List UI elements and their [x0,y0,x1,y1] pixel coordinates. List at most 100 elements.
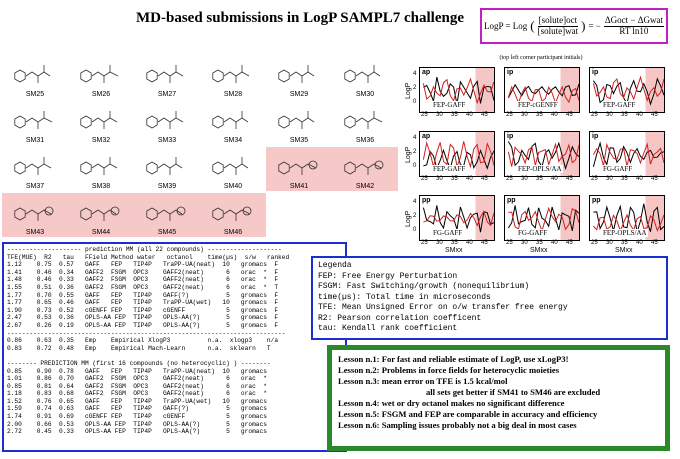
series-line-experimental [593,203,664,233]
legend-item: time(µs): Total time in microseconds [318,292,491,302]
formula-energy-ratio: ΔGoct − ΔGwat RT ln10 [603,15,664,36]
table-row: 1.90 0.73 0.52 cGENFF FEP TIP4P cGENFF 5… [7,306,279,314]
molecule-label: SM35 [289,137,309,144]
x-tick-label: 25 [506,176,513,182]
series-line-experimental [423,148,494,170]
molecule-label: SM37 [25,183,45,190]
molecule-structure-icon [80,206,120,221]
table-row: 1.77 0.65 0.46 GAFF FEP TIP4P TraPP-UA(w… [7,299,279,307]
x-tick-label: 40 [551,240,558,246]
y-tick-label: 4 [413,135,417,141]
x-tick-label: 25 [421,176,428,182]
table-row: 1.52 0.76 0.65 GAFF FEP TIP4P TraPP-UA(w… [7,397,267,405]
panel-initials: ip [592,69,599,76]
table-row: ----------------------------------------… [7,329,286,337]
y-tick-label: 2 [413,149,417,155]
x-tick-label: 45 [566,176,573,182]
table-row: 1.74 0.91 0.69 cGENFF FEP TIP4P cGENFF 5… [7,413,267,421]
y-tick-label: 0 [413,227,417,233]
molecule-structure-icon [80,65,119,83]
y-axis-label: LogP [405,82,412,99]
table-row: 1.01 0.86 0.70 GAFF2 FSGM OPC3 GAFF2(nea… [7,375,267,383]
table-row: 2.67 0.26 0.19 OPLS-AA FEP TIP4P OPLS-AA… [7,321,279,329]
molecule-structure-icon [14,111,53,129]
molecule-label: SM46 [223,229,243,236]
x-tick-label: 30 [521,112,528,118]
panel-method: FEP-OPLS/AA [602,229,648,237]
molecule-label: SM45 [157,229,177,236]
molecule-structure-icon [146,111,184,129]
x-tick-label: 35 [536,176,543,182]
molecule-card: SM30 [332,55,398,99]
molecule-structure-icon [146,206,186,221]
molecule-label: SM26 [91,91,111,98]
lesson-item: Lesson n.1: For fast and reliable estima… [338,354,569,364]
table-row: 1.18 0.83 0.68 GAFF2 FSGM OPC3 GAFF2(nea… [7,390,267,398]
x-tick-label: 45 [481,176,488,182]
series-line-predicted [593,213,664,233]
x-axis-label: SMxx [615,247,633,254]
x-axis-label: SMxx [445,247,463,254]
molecule-card: SM41 [266,147,332,191]
plot-grid-note: (top left corner participant initials) [499,55,583,61]
x-tick-label: 35 [621,112,628,118]
x-tick-label: 45 [651,112,658,118]
molecule-card: SM27 [134,55,200,99]
molecule-card: SM42 [332,147,398,191]
legend-item: TFE: Mean Unsigned Error on o/w transfer… [318,303,568,312]
logp-panel-svg [422,132,494,176]
logp-panel-svg [592,68,664,112]
table-row: 1.55 0.51 0.36 GAFF2 FSGM OPC3 GAFF2(nea… [7,283,279,291]
logp-panel-svg [507,68,579,112]
series-line-predicted [507,142,579,167]
x-tick-label: 35 [621,176,628,182]
heterocyclic-shade [645,196,664,240]
molecule-structure-icon [212,157,249,175]
panel-method: FEP-GAFF [432,165,467,173]
panel-initials: pp [422,197,431,204]
molecule-label: SM28 [223,91,243,98]
molecule-label: SM31 [25,137,45,144]
x-axis-label: SMxx [530,247,548,254]
x-tick-label: 25 [421,112,428,118]
x-tick-label: 25 [591,176,598,182]
legend-item: R2: Pearson correlation coefficent [318,313,482,323]
molecule-label: SM41 [289,183,309,190]
series-line-predicted [507,85,579,105]
x-tick-label: 40 [466,176,473,182]
x-tick-label: 40 [466,112,473,118]
molecule-structure-icon [344,160,384,175]
lesson-item: Lesson n.3: mean error on TFE is 1.5 kca… [338,376,508,386]
y-tick-label: 2 [413,85,417,91]
formula-bracket-num: [solute]oct [537,15,579,27]
panel-method: FG-GAFF [517,229,549,237]
x-tick-label: 35 [451,176,458,182]
series-line-predicted [592,75,664,102]
molecule-card: SM32 [68,101,134,145]
x-tick-label: 40 [636,112,643,118]
table-row: -------- PREDICTION MM (first 16 compoun… [7,359,271,367]
panel-initials: ip [507,133,514,140]
molecule-structure-icon [146,157,183,175]
x-tick-label: 45 [651,240,658,246]
molecule-label: SM42 [355,183,375,190]
molecule-label: SM30 [355,91,375,98]
table-row: 0.85 0.81 0.64 GAFF2 FSGM OPC3 GAFF2(nea… [7,382,267,390]
molecule-structure-icon [278,160,318,175]
molecule-label: SM32 [91,137,111,144]
molecule-structure-icon [80,111,118,129]
molecule-structure-icon [80,157,118,175]
x-tick-label: 45 [566,240,573,246]
molecule-structure-icon [14,206,54,221]
table-row: 2.00 0.66 0.53 OPLS-AA FEP TIP4P OPLS-AA… [7,420,267,428]
table-row: TFE(MUE) R2 tau FField Method water octa… [7,253,290,261]
panel-initials: ip [507,69,514,76]
molecule-label: SM39 [157,183,177,190]
table-row: -------------------- prediction MM (all … [7,246,282,253]
table-row: 2.47 0.53 0.36 OPLS-AA FEP TIP4P OPLS-AA… [7,314,279,322]
molecule-label: SM29 [289,91,309,98]
molecule-card: SM34 [200,101,266,145]
